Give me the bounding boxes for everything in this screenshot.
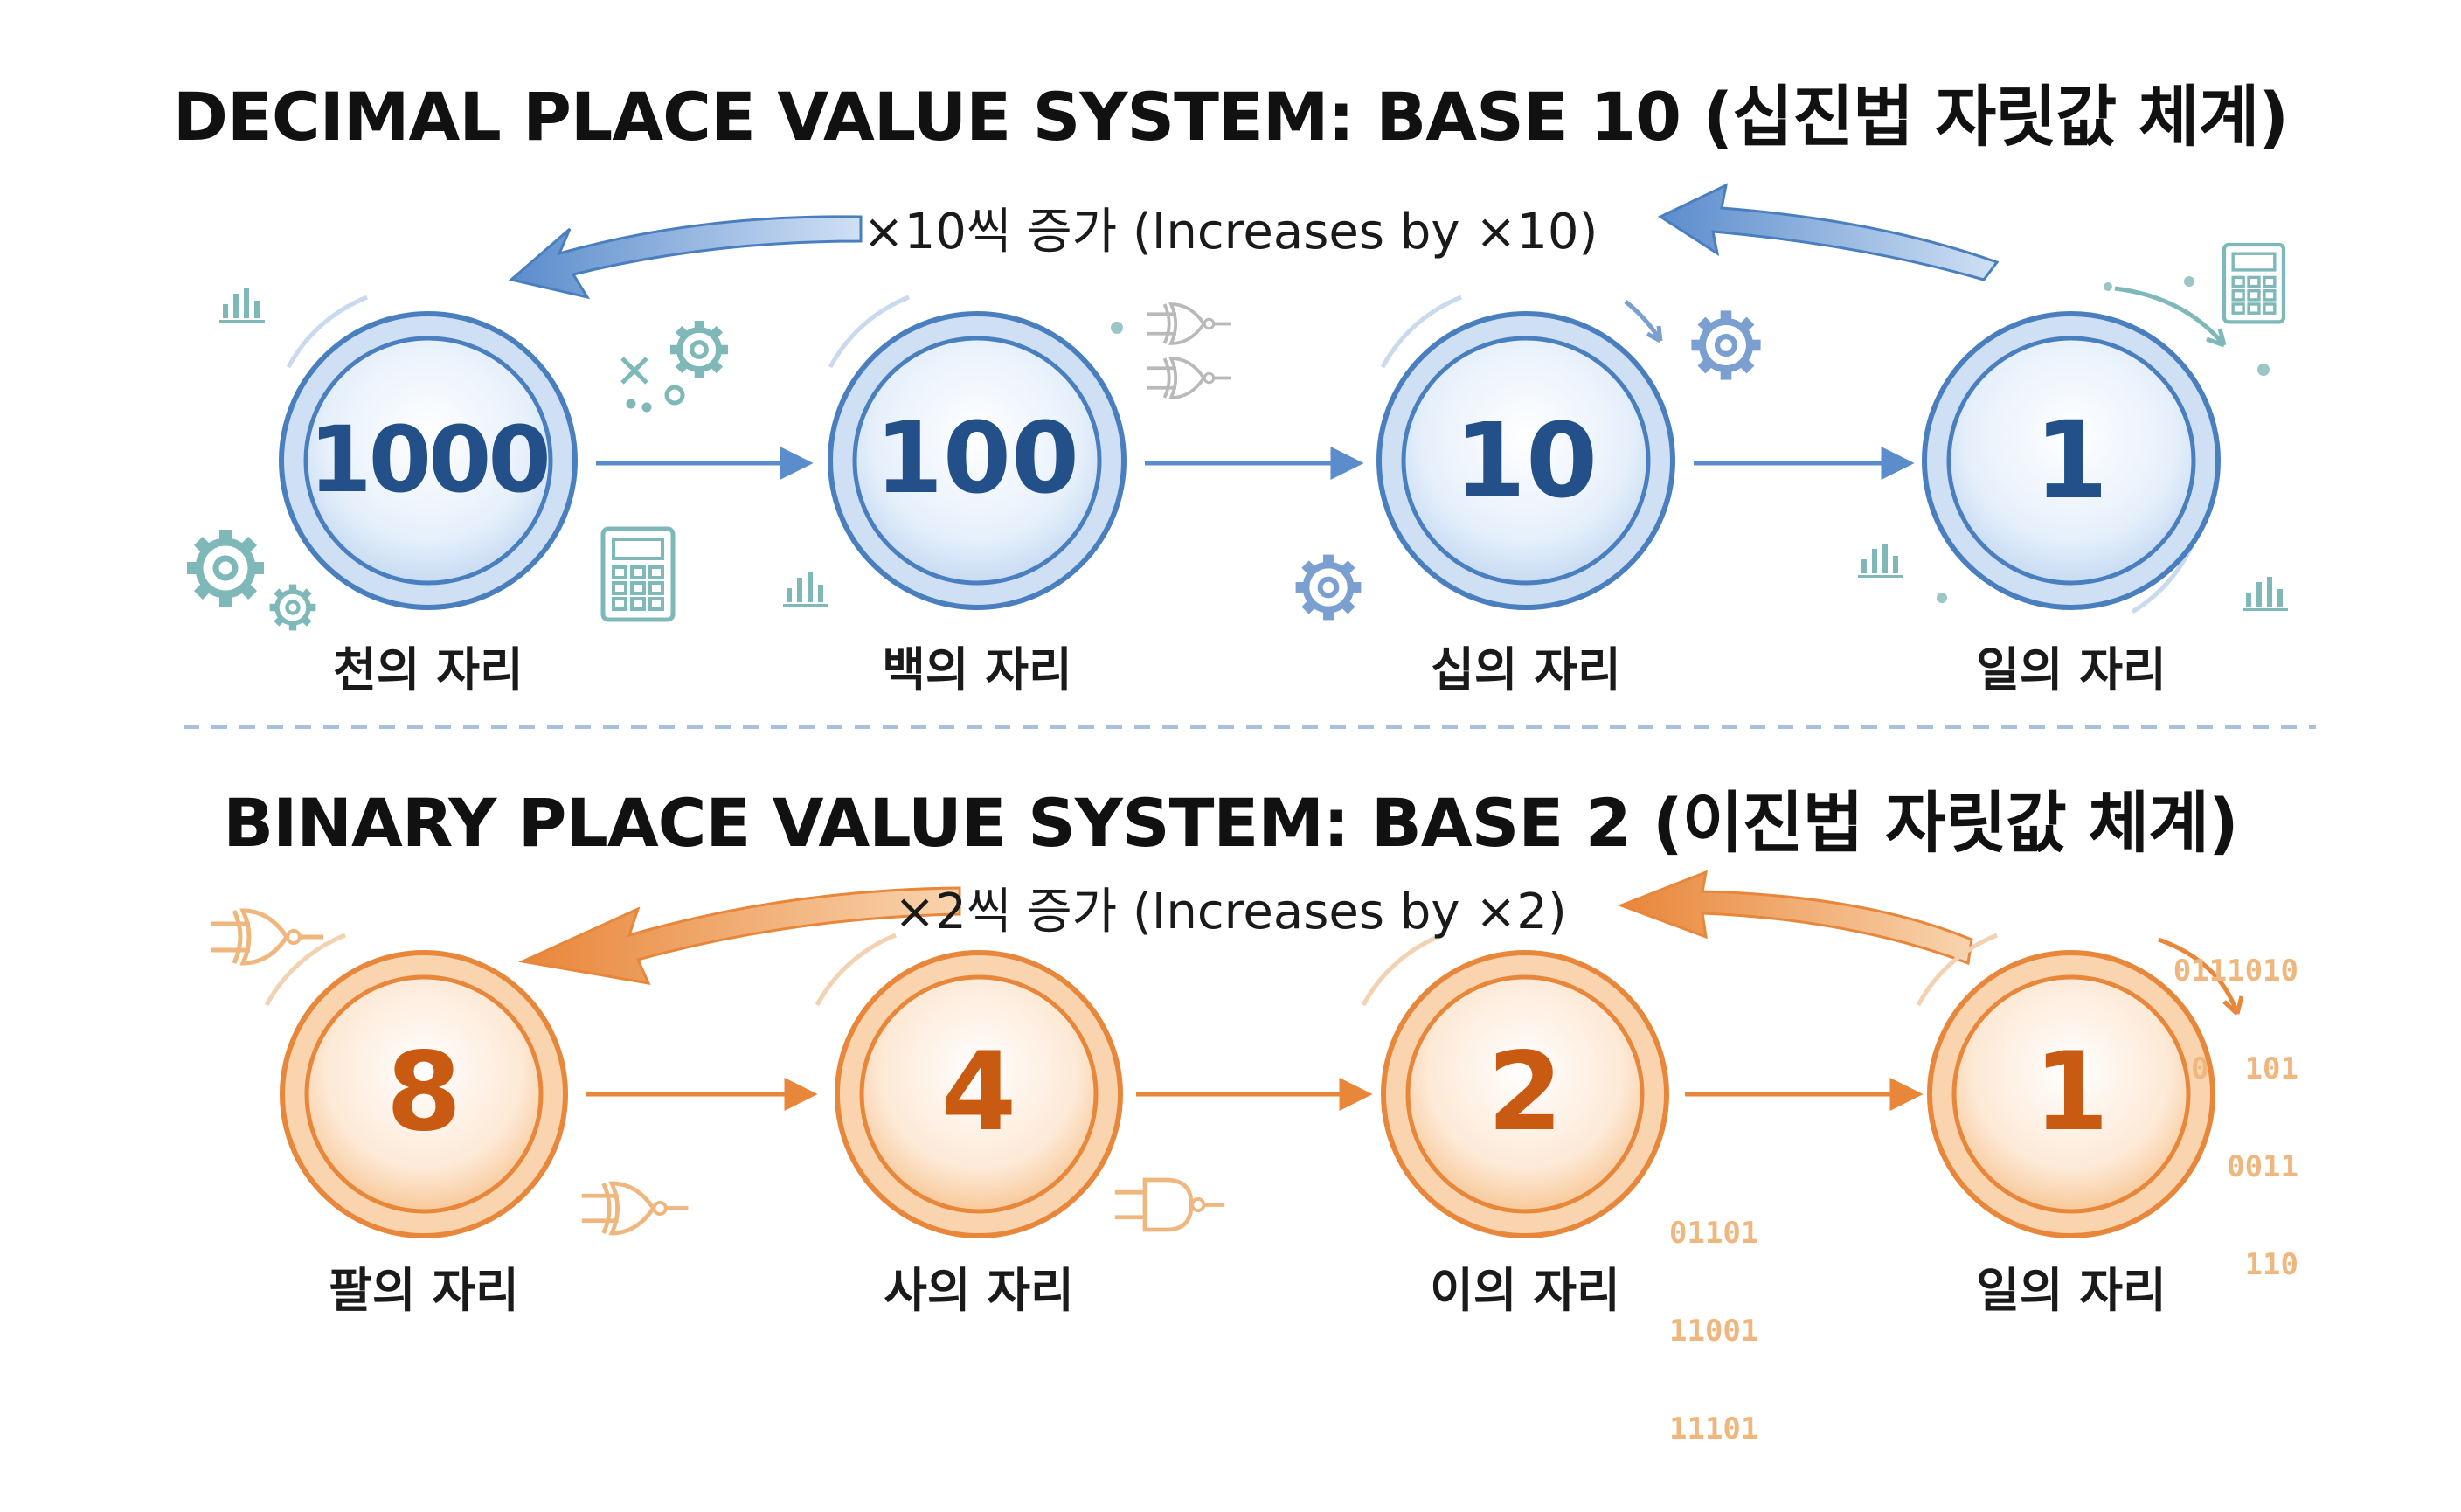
diagram-graphics (0, 183, 2316, 1238)
bit-string: 0011 (2227, 1149, 2298, 1185)
xor-gate-icon (1146, 357, 1233, 399)
bit-string: 0111010 (2173, 953, 2298, 988)
decimal-label-ones: 일의 자리 (1976, 642, 2166, 697)
bar-chart-icon (2243, 577, 2288, 611)
binary-growth-arrow-left (517, 886, 961, 985)
binary-title: BINARY PLACE VALUE SYSTEM: BASE 2 (이진법 자… (223, 784, 2239, 862)
gear-icon (1691, 310, 1760, 379)
binary-place-circle-fours (815, 933, 1123, 1238)
binary-label-fours: 사의 자리 (884, 1263, 1074, 1318)
calculator-icon (603, 529, 673, 620)
decor-dots (1111, 276, 2270, 603)
bit-strings-right: 0111010 0 101 0011 110 (2132, 890, 2298, 1347)
decimal-label-thousands: 천의 자리 (333, 642, 523, 697)
decimal-connector-arrows (596, 446, 1915, 481)
decimal-title: DECIMAL PLACE VALUE SYSTEM: BASE 10 (십진법… (172, 78, 2289, 156)
bit-string: 11001 (1669, 1313, 1759, 1349)
multiply-symbol-icon (620, 357, 685, 413)
xor-gate-icon (1146, 302, 1233, 345)
decimal-place-circle-hundreds (828, 295, 1127, 610)
binary-place-circle-twos (1361, 933, 1669, 1238)
binary-place-circle-eights (264, 933, 568, 1238)
decimal-digit-ones: 1 (2034, 399, 2109, 523)
decimal-growth-arrow-left (508, 215, 863, 300)
gear-icon (270, 585, 316, 631)
xor-gate-icon (582, 1183, 689, 1233)
binary-growth-arrow-right (1617, 870, 1973, 966)
binary-growth-label: ×2씩 증가 (Increases by ×2) (894, 884, 1567, 940)
binary-connector-arrows (586, 1077, 1924, 1112)
binary-digit-ones: 1 (2033, 1030, 2110, 1155)
binary-label-ones: 일의 자리 (1976, 1263, 2166, 1318)
bar-chart-icon (219, 288, 265, 323)
decimal-place-circle-tens (1376, 295, 1675, 610)
gear-icon (187, 530, 264, 607)
decimal-digit-tens: 10 (1453, 400, 1598, 521)
bit-string: 11101 (1669, 1411, 1759, 1447)
decimal-growth-arrow-right (1657, 183, 2000, 281)
binary-place-circle-ones (1916, 933, 2215, 1238)
bit-strings-middle: 01101 11001 11101 (1669, 1152, 1783, 1511)
place-value-diagram: DECIMAL PLACE VALUE SYSTEM: BASE 10 (십진법… (0, 78, 2316, 1446)
decimal-label-tens: 십의 자리 (1431, 642, 1621, 697)
decimal-digit-thousands: 1000 (308, 406, 551, 513)
bit-string: 01101 (1669, 1215, 1759, 1251)
decimal-growth-label: ×10씩 증가 (Increases by ×10) (863, 204, 1598, 260)
decimal-place-circle-ones (1922, 311, 2221, 614)
binary-label-eights: 팔의 자리 (329, 1263, 519, 1318)
decimal-digit-hundreds: 100 (875, 402, 1079, 516)
binary-digit-eights: 8 (385, 1030, 462, 1155)
binary-digit-fours: 4 (940, 1030, 1017, 1155)
binary-label-twos: 이의 자리 (1430, 1263, 1620, 1318)
and-gate-icon (1115, 1180, 1224, 1230)
gear-icon (1296, 555, 1362, 621)
bit-string: 0 101 (2191, 1051, 2298, 1086)
decimal-label-hundreds: 백의 자리 (882, 642, 1072, 697)
curved-arrow-icon (2158, 937, 2244, 1016)
curved-arrow-icon (1624, 286, 2227, 348)
bar-chart-icon (783, 572, 828, 607)
binary-digit-twos: 2 (1487, 1030, 1563, 1155)
decimal-place-circle-thousands (279, 295, 578, 610)
bit-string: 110 (2244, 1247, 2298, 1283)
bar-chart-icon (1858, 544, 1903, 578)
gear-icon (670, 321, 728, 378)
